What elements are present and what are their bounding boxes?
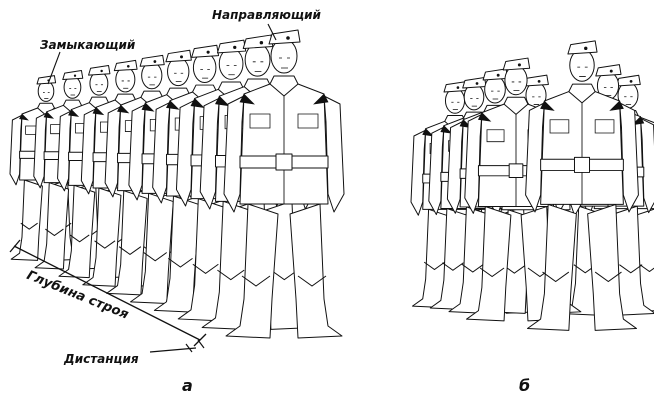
depth-tick-start xyxy=(9,239,21,253)
distance-label: Дистанция xyxy=(64,352,139,366)
distance-leader-line xyxy=(149,347,197,353)
figure-a-label: а xyxy=(182,376,193,395)
guide-leader-line xyxy=(267,23,277,41)
figure-b-label: б xyxy=(519,376,531,395)
closing-leader-line xyxy=(47,51,61,85)
soldier-in-rank xyxy=(525,40,639,331)
closing-soldier-label: Замыкающий xyxy=(40,38,136,52)
depth-tick-end xyxy=(193,333,207,347)
rank-formation-b xyxy=(410,40,654,331)
distance-tick-a xyxy=(185,343,193,353)
guide-soldier xyxy=(223,29,345,339)
depth-dimension-line xyxy=(13,245,201,341)
column-formation-a xyxy=(9,29,345,339)
distance-tick-b xyxy=(197,339,205,349)
guide-soldier-label: Направляющий xyxy=(212,8,321,22)
dimension-lines xyxy=(9,23,277,353)
